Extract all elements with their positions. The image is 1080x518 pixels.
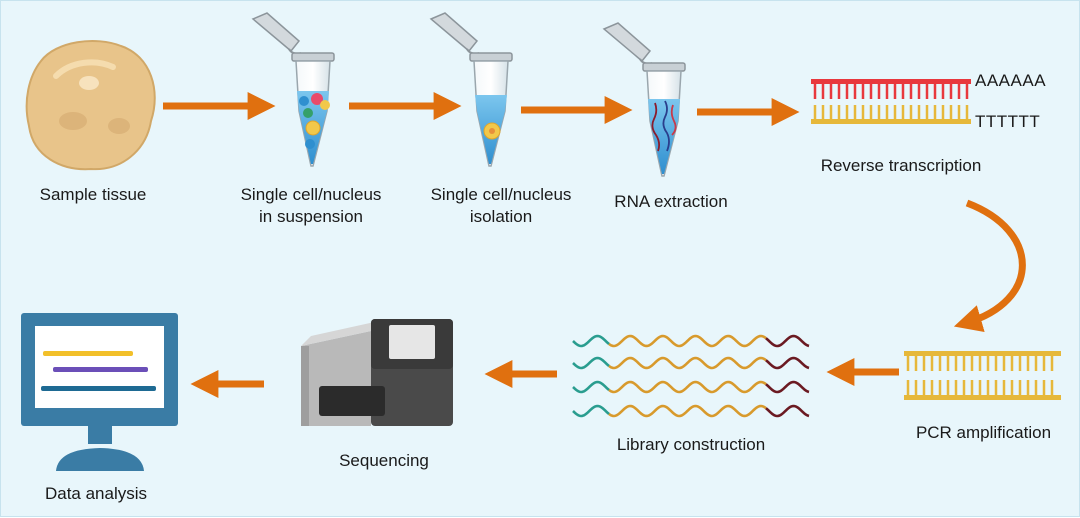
library-wave-segment <box>765 404 810 418</box>
monitor-icon <box>21 313 178 471</box>
library-wave-segment <box>608 334 767 348</box>
label-sample-tissue: Sample tissue <box>39 185 147 204</box>
library-wave-segment <box>765 380 810 394</box>
label-poly-t: TTTTTT <box>975 112 1041 131</box>
label-sequencing: Sequencing <box>339 451 429 470</box>
library-wave-segment <box>572 356 610 370</box>
label-rna-extraction: RNA extraction <box>614 192 728 211</box>
tissue-icon <box>25 40 156 171</box>
label-pcr-amplification: PCR amplification <box>915 423 1052 442</box>
tube-icon-isolation <box>429 12 513 167</box>
library-wave-segment <box>608 380 767 394</box>
library-wave-segment <box>765 356 810 370</box>
library-wave-segment <box>572 380 610 394</box>
dna-strand-icon-rt <box>811 79 971 124</box>
label-reverse-transcription: Reverse transcription <box>820 156 982 175</box>
label-poly-a: AAAAAA <box>975 71 1047 90</box>
library-wave-segment <box>572 404 610 418</box>
tube-icon-suspension <box>251 12 335 167</box>
library-wave-segment <box>608 356 767 370</box>
library-waves <box>572 334 810 418</box>
label-isolation-line2: isolation <box>469 207 533 226</box>
label-single-cell-isolation: Single cell/nucleus isolation <box>411 184 591 228</box>
label-suspension-line2: in suspension <box>259 207 363 226</box>
library-wave-segment <box>765 334 810 348</box>
label-isolation-line1: Single cell/nucleus <box>430 185 572 204</box>
label-single-cell-suspension: Single cell/nucleus in suspension <box>221 184 401 228</box>
dna-strand-icon-pcr <box>904 351 1061 400</box>
tube-icon-rna <box>602 22 686 177</box>
library-wave-segment <box>572 334 610 348</box>
flow-arrows <box>163 92 1026 398</box>
label-library-construction: Library construction <box>616 435 766 454</box>
library-wave-segment <box>608 404 767 418</box>
label-suspension-line1: Single cell/nucleus <box>240 185 382 204</box>
label-data-analysis: Data analysis <box>44 484 148 503</box>
sequencer-icon <box>301 319 453 426</box>
